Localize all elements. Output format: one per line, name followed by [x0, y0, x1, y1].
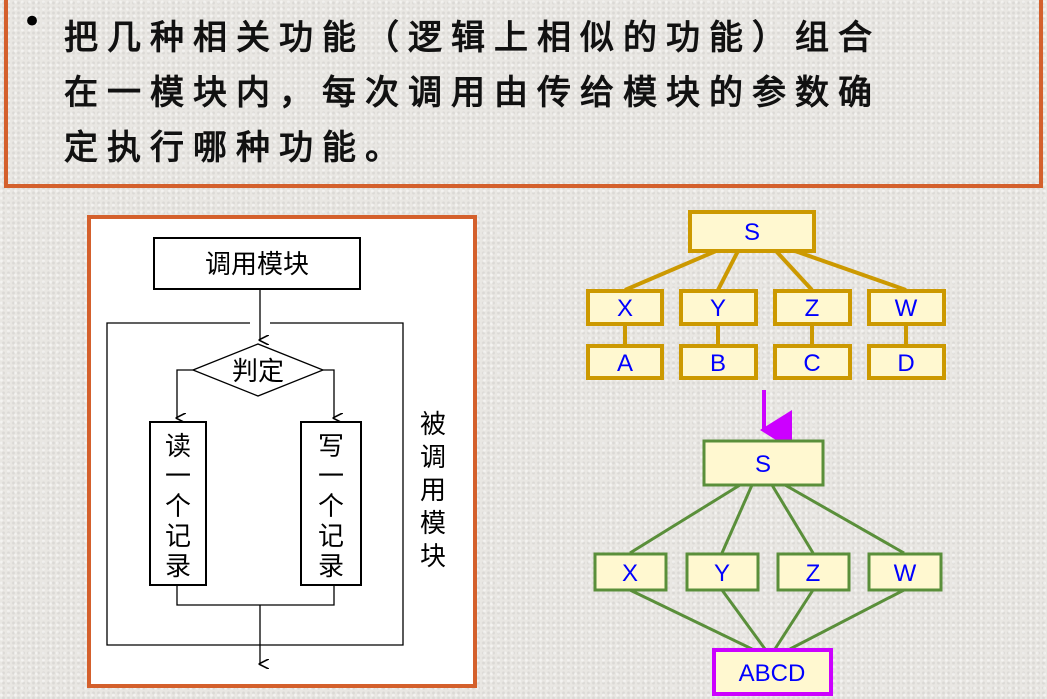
char: 个: [318, 492, 344, 522]
node-label: Y: [710, 295, 726, 322]
node-y2: [685, 552, 760, 592]
node-label: C: [803, 350, 820, 377]
heading-line-2: 在一模块内，每次调用由传给模块的参数确: [64, 73, 881, 113]
node-label: S: [755, 451, 771, 478]
node-w2: [867, 552, 943, 592]
char: 块: [420, 542, 446, 572]
node-label: X: [622, 560, 638, 587]
node-label: W: [895, 295, 918, 322]
node-w: [867, 289, 946, 326]
read-record-box: [149, 421, 207, 586]
node-label: X: [617, 295, 633, 322]
char: 被: [420, 410, 446, 440]
bullet: •: [22, 2, 43, 42]
node-y: [679, 289, 758, 326]
node-label: A: [617, 350, 633, 377]
tree-after: [593, 439, 943, 696]
node-label: ABCD: [739, 660, 806, 687]
char: 录: [165, 552, 191, 582]
node-label: W: [894, 560, 917, 587]
char: 读: [165, 432, 191, 462]
node-s: [688, 210, 816, 253]
heading-line-3: 定执行哪种功能。: [64, 128, 408, 168]
char: 模: [420, 509, 446, 539]
char: 调: [420, 443, 446, 473]
node-abcd: [712, 648, 833, 696]
heading-box: [4, 0, 1043, 188]
heading-line-1: 把几种相关功能（逻辑上相似的功能）组合: [64, 18, 881, 58]
node-c: [773, 344, 852, 380]
caller-box: [153, 237, 361, 290]
node-label: Y: [714, 560, 730, 587]
tree-before: [586, 210, 946, 380]
node-label: B: [710, 350, 726, 377]
char: 个: [165, 492, 191, 522]
node-s2: [702, 439, 825, 487]
node-x2: [593, 552, 668, 592]
char: 用: [420, 476, 446, 506]
flowchart: [106, 237, 404, 664]
char: 写: [318, 432, 344, 462]
write-record-label: 写 一 个 记 录: [318, 432, 344, 582]
write-record-box: [300, 421, 362, 586]
node-d: [867, 344, 946, 380]
node-z2: [776, 552, 851, 592]
node-label: D: [897, 350, 914, 377]
char: 一: [165, 462, 191, 492]
char: 一: [318, 462, 344, 492]
read-record-label: 读 一 个 记 录: [165, 432, 191, 582]
caller-label: 调用模块: [205, 250, 309, 280]
node-label: S: [744, 219, 760, 246]
called-module-label: 被 调 用 模 块: [420, 410, 446, 572]
char: 记: [318, 522, 344, 552]
char: 记: [165, 522, 191, 552]
node-a: [586, 344, 664, 380]
node-label: Z: [806, 560, 821, 587]
node-label: Z: [805, 295, 820, 322]
node-x: [586, 289, 664, 326]
node-z: [773, 289, 852, 326]
flowchart-panel: [87, 215, 477, 688]
char: 录: [318, 552, 344, 582]
node-b: [679, 344, 758, 380]
decision-label: 判定: [232, 357, 284, 387]
